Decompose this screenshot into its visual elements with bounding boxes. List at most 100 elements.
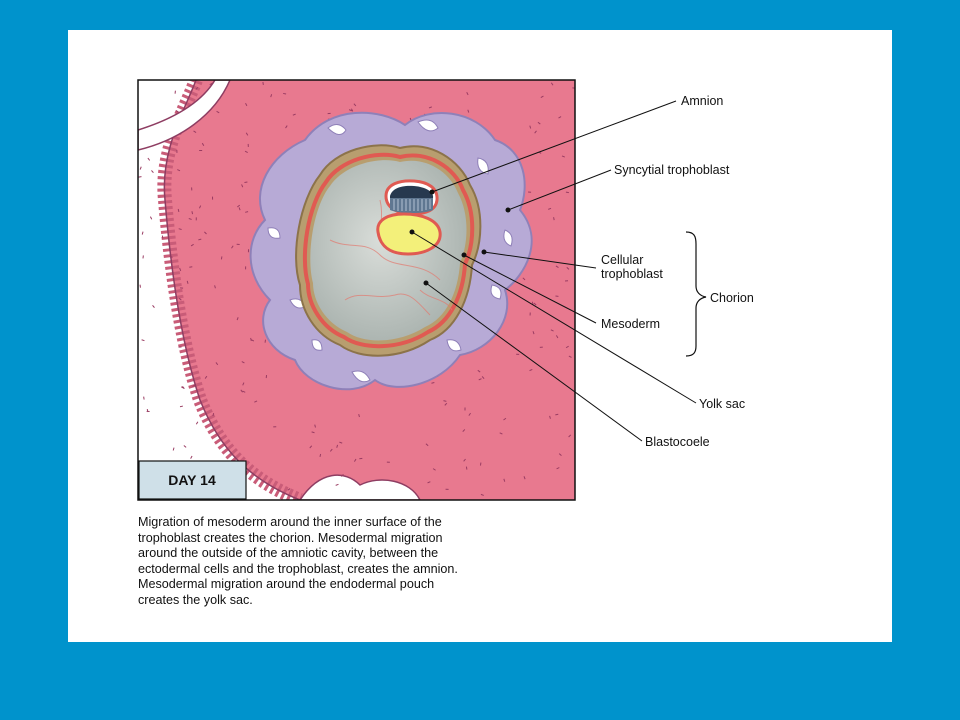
stroma-speck — [550, 82, 554, 86]
stroma-speck — [427, 481, 431, 484]
stroma-speck — [241, 361, 245, 364]
stroma-speck — [193, 130, 197, 133]
amnion — [390, 185, 434, 198]
stroma-speck — [238, 207, 241, 211]
stroma-speck — [147, 157, 151, 161]
stroma-speck — [245, 211, 249, 213]
label-amnion: Amnion — [681, 94, 723, 108]
stroma-speck — [358, 414, 360, 418]
stroma-speck — [549, 415, 551, 419]
stroma-speck — [250, 337, 252, 341]
stroma-speck — [444, 402, 448, 406]
stroma-speck — [566, 267, 570, 270]
stroma-speck — [463, 458, 466, 462]
stroma-speck — [503, 417, 507, 421]
stroma-speck — [432, 468, 436, 471]
gland-lumen-bottom — [299, 474, 421, 500]
label-cellular: Cellular — [601, 253, 643, 267]
stroma-speck — [558, 453, 562, 457]
stroma-speck — [533, 302, 537, 306]
stroma-speck — [532, 331, 535, 335]
stroma-speck — [188, 218, 192, 220]
stroma-speck — [537, 121, 541, 125]
stroma-speck — [555, 413, 559, 416]
uterine-lumen — [138, 80, 300, 500]
label-yolk-sac: Yolk sac — [699, 397, 745, 411]
stroma-speck — [191, 211, 194, 215]
stroma-speck — [242, 390, 246, 393]
stroma-speck — [467, 109, 470, 113]
chorion-brace — [685, 231, 707, 357]
stroma-speck — [149, 216, 153, 220]
stroma-speck — [336, 444, 339, 448]
stroma-speck — [175, 110, 179, 113]
caption-text: Migration of mesoderm around the inner s… — [138, 515, 558, 608]
stroma-speck — [242, 382, 245, 386]
stroma-speck — [214, 285, 216, 289]
stroma-speck — [178, 228, 182, 230]
stroma-speck — [201, 142, 205, 147]
stroma-speck — [244, 150, 248, 153]
stroma-speck — [172, 447, 175, 451]
stroma-speck — [236, 317, 239, 321]
stroma-speck — [335, 483, 339, 486]
stroma-speck — [177, 208, 180, 213]
stroma-speck — [270, 94, 273, 98]
stroma-speck — [531, 301, 534, 305]
stroma-speck — [481, 376, 485, 380]
stroma-speck — [466, 92, 469, 96]
stroma-speck — [339, 441, 343, 444]
caption-line: Mesodermal migration around the endoderm… — [138, 577, 435, 591]
embryo-diagram: DAY 14 Amnion Syncytial trophoblast Cell… — [137, 79, 754, 501]
stroma-speck — [198, 205, 202, 209]
stroma-speck — [558, 116, 562, 119]
stroma-speck — [237, 204, 241, 208]
stroma-speck — [231, 245, 234, 249]
stroma-speck — [186, 280, 189, 284]
stroma-speck — [309, 445, 313, 449]
stroma-speck — [478, 378, 482, 381]
stroma-speck — [329, 448, 333, 452]
stroma-speck — [353, 458, 357, 462]
diagram-frame — [137, 79, 576, 501]
stroma-speck — [503, 478, 506, 482]
stroma-speck — [431, 382, 435, 384]
stroma-speck — [204, 231, 207, 235]
stroma-speck — [139, 166, 142, 170]
stroma-speck — [285, 125, 288, 129]
caption-line: trophoblast creates the chorion. Mesoder… — [138, 530, 443, 545]
stroma-speck — [292, 113, 296, 116]
stroma-speck — [350, 108, 354, 112]
stroma-speck — [311, 431, 315, 434]
caption-line: creates the yolk sac. — [138, 592, 253, 607]
yolk-sac-shape — [376, 212, 442, 256]
leader-lines — [411, 100, 697, 442]
stroma-speck — [319, 453, 322, 457]
stroma-speck — [348, 109, 353, 112]
stroma-speck — [178, 297, 182, 301]
stroma-speck — [152, 305, 155, 308]
stroma-speck — [555, 335, 559, 339]
day-box — [138, 460, 247, 500]
stroma-speck — [568, 434, 572, 438]
stroma-speck — [216, 110, 220, 114]
stroma-speck — [529, 125, 532, 129]
stroma-speck — [548, 207, 552, 210]
stroma-speck — [462, 429, 466, 432]
stroma-speck — [341, 473, 344, 477]
stroma-speck — [550, 329, 554, 332]
stroma-speck — [204, 375, 208, 379]
stroma-speck — [245, 102, 248, 107]
stroma-speck — [195, 421, 199, 425]
caption-line: around the outside of the amniotic cavit… — [138, 546, 439, 560]
day-label: DAY 14 — [168, 472, 216, 488]
stroma-speck — [314, 424, 316, 428]
stroma-speck — [141, 339, 145, 342]
lacunae — [267, 119, 513, 383]
stroma-speck — [565, 345, 569, 349]
leader-dots — [409, 189, 511, 286]
stroma-speck — [138, 176, 142, 178]
label-mesoderm: Mesoderm — [601, 317, 660, 331]
stroma-speck — [209, 82, 213, 86]
stroma-speck — [250, 339, 255, 342]
